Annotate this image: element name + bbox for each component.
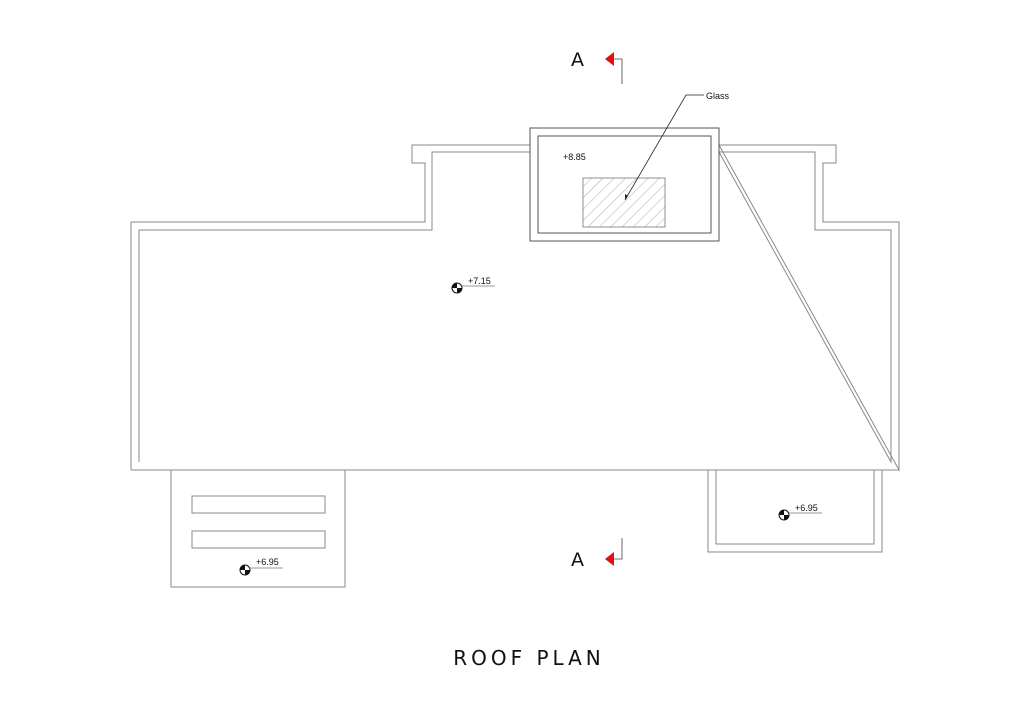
level-left-lower: +6.95 xyxy=(256,557,279,567)
section-marker-bottom: A xyxy=(571,549,584,571)
section-arrow-top-icon xyxy=(605,52,614,66)
skylight-inner xyxy=(537,135,712,234)
level-skylight: +8.85 xyxy=(563,152,586,162)
left-bar-2 xyxy=(191,530,326,549)
drawing-title: ROOF PLAN xyxy=(453,646,605,670)
level-main-roof: +7.15 xyxy=(468,276,491,286)
glass-label: Glass xyxy=(706,91,730,101)
left-lower-roof xyxy=(170,469,346,588)
main-roof-outer xyxy=(130,144,900,472)
main-roof-inner xyxy=(138,151,892,464)
glass-hatch xyxy=(582,177,666,228)
right-lower-roof-inner xyxy=(715,470,875,545)
section-arrow-bottom-icon xyxy=(605,552,614,566)
section-marker-top: A xyxy=(571,49,584,71)
right-lower-roof-outer xyxy=(707,470,883,553)
level-right-lower: +6.95 xyxy=(795,503,818,513)
left-bar-1 xyxy=(191,495,326,514)
skylight-outer xyxy=(529,127,720,242)
glass-leader xyxy=(624,94,704,201)
